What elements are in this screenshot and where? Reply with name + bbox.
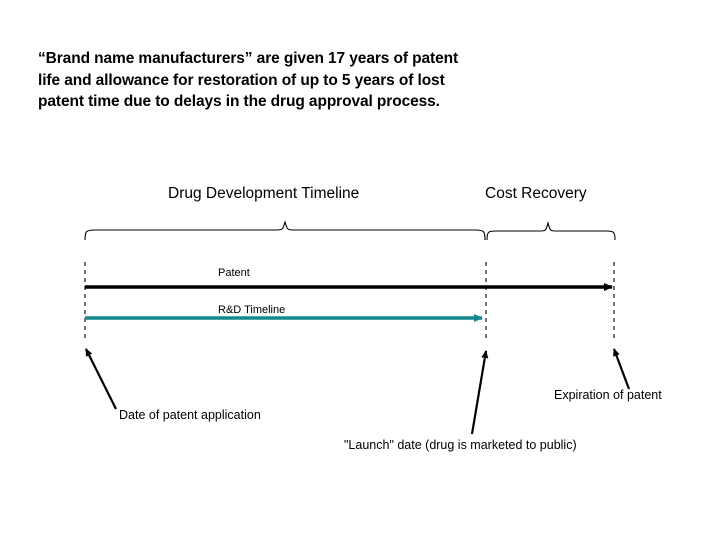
leader-arrow-launch-date: [470, 350, 489, 435]
track-label-patent: Patent: [218, 267, 250, 279]
callout-label-expiration-of-patent: Expiration of patent: [554, 388, 662, 402]
brace-drug-development-timeline: [84, 219, 486, 241]
heading-cost-recovery: Cost Recovery: [485, 185, 587, 202]
leader-arrow-date-of-patent-application: [85, 348, 117, 410]
heading-drug-development-timeline: Drug Development Timeline: [168, 185, 360, 202]
body-paragraph: “Brand name manufacturers” are given 17 …: [38, 50, 459, 110]
track-label-rd-timeline: R&D Timeline: [218, 304, 286, 316]
callout-label-launch-date: "Launch" date (drug is marketed to publi…: [344, 438, 577, 452]
brace-cost-recovery: [486, 220, 616, 241]
leader-arrow-expiration-of-patent: [612, 348, 631, 390]
callout-label-date-of-patent-application: Date of patent application: [119, 408, 261, 422]
